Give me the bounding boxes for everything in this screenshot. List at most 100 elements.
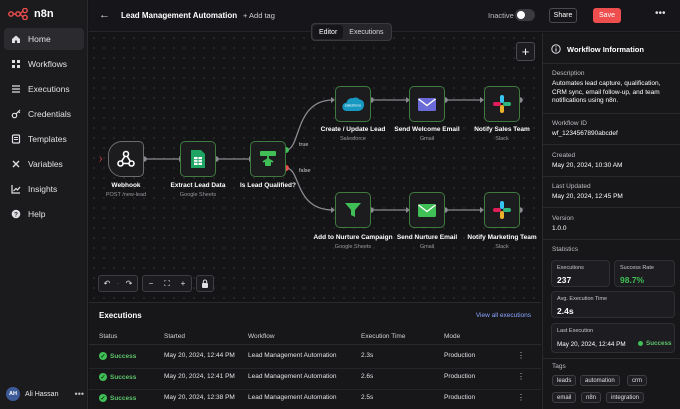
node-create-update-lead[interactable]: salesforce — [335, 86, 371, 122]
back-arrow-icon[interactable]: ← — [99, 9, 110, 21]
sidebar-item-workflows[interactable]: Workflows — [4, 53, 84, 75]
email-icon — [418, 97, 436, 111]
node-is-lead-qualified[interactable] — [250, 141, 286, 177]
table-row[interactable]: ✓Success May 20, 2024, 12:44 PM Lead Man… — [89, 348, 541, 369]
workflow-cell: Lead Management Automation — [248, 394, 337, 401]
stat-avg-execution-time: Avg. Execution Time 2.4s — [551, 291, 675, 318]
tag-chip[interactable]: crm — [627, 375, 647, 386]
sidebar-item-label: Credentials — [28, 109, 71, 119]
node-send-welcome-email[interactable] — [409, 86, 445, 122]
workflow-icon — [10, 59, 21, 70]
node-sublabel: POST /new-lead — [105, 192, 147, 198]
active-toggle[interactable] — [515, 9, 535, 21]
node-sublabel: Google Sheets — [334, 244, 372, 250]
stat-success-rate: Success Rate 98.7% — [614, 260, 675, 287]
executions-panel: Executions View all executions Status St… — [89, 302, 541, 409]
column-header: Workflow — [248, 333, 275, 340]
check-circle-icon: ✓ — [99, 373, 107, 381]
sidebar-item-label: Insights — [28, 184, 58, 194]
brand-name: n8n — [34, 8, 54, 20]
sidebar-item-executions[interactable]: Executions — [4, 78, 84, 100]
executions-title: Executions — [99, 311, 142, 320]
book-icon — [10, 134, 21, 145]
stat-value: 98.7% — [620, 275, 645, 285]
zoom-in-icon[interactable]: + — [180, 279, 186, 288]
divider — [543, 207, 680, 208]
node-add-to-nurture-campaign[interactable] — [335, 192, 371, 228]
time-cell: 2.5s — [361, 394, 374, 401]
node-extract-lead-data[interactable] — [180, 141, 216, 177]
tag-chip[interactable]: n8n — [581, 392, 602, 403]
save-button[interactable]: Save — [593, 8, 621, 23]
started-cell: May 20, 2024, 12:44 PM — [164, 352, 235, 359]
stat-value: 237 — [557, 275, 572, 285]
add-node-button[interactable]: + — [516, 42, 535, 61]
workflow-cell: Lead Management Automation — [248, 352, 337, 359]
tag-chip[interactable]: leads — [552, 375, 577, 386]
chart-icon — [10, 184, 21, 195]
sidebar-item-variables[interactable]: Variables — [4, 153, 84, 175]
node-notify-sales-team[interactable] — [484, 86, 520, 122]
node-label: Send Welcome Email — [394, 126, 460, 133]
time-cell: 2.6s — [361, 373, 374, 380]
more-options-icon[interactable]: ••• — [655, 8, 666, 19]
tags-label: Tags — [552, 363, 566, 370]
started-cell: May 20, 2024, 12:38 PM — [164, 394, 235, 401]
tag-chip[interactable]: automation — [580, 375, 620, 386]
node-webhook[interactable] — [108, 141, 144, 177]
tab-editor[interactable]: Editor — [313, 25, 344, 39]
stat-value: 2.4s — [557, 306, 574, 316]
divider — [543, 113, 680, 114]
sidebar-item-label: Home — [28, 34, 51, 44]
sidebar-item-insights[interactable]: Insights — [4, 178, 84, 200]
share-button[interactable]: Share — [549, 8, 577, 23]
status-dot-icon — [638, 341, 643, 346]
row-menu-icon[interactable]: ⋮ — [517, 372, 525, 381]
user-menu[interactable]: AH Ali Hassan ••• — [6, 387, 84, 401]
stat-last-execution: Last Execution May 20, 2024, 12:44 PM Su… — [551, 323, 675, 353]
lock-icon[interactable] — [197, 276, 213, 291]
table-row[interactable]: ✓Success May 20, 2024, 12:41 PM Lead Man… — [89, 369, 541, 390]
column-header: Started — [164, 333, 185, 340]
description-label: Description — [552, 70, 585, 77]
panel-header: Workflow Information — [551, 44, 644, 54]
slack-icon — [493, 201, 511, 219]
table-row[interactable]: ✓Success May 20, 2024, 12:38 PM Lead Man… — [89, 390, 541, 409]
webhook-icon — [117, 150, 135, 167]
row-menu-icon[interactable]: ⋮ — [517, 393, 525, 402]
zoom-out-icon[interactable]: − — [148, 279, 154, 288]
tag-chip[interactable]: email — [552, 392, 577, 403]
undo-icon[interactable]: ↶ — [103, 279, 111, 288]
more-dots-icon[interactable]: ••• — [74, 389, 84, 399]
row-menu-icon[interactable]: ⋮ — [517, 351, 525, 360]
home-icon — [10, 34, 21, 45]
stat-executions: Executions 237 — [551, 260, 610, 287]
sidebar-item-label: Templates — [28, 134, 67, 144]
sidebar-item-credentials[interactable]: Credentials — [4, 103, 84, 125]
redo-icon[interactable]: ↷ — [125, 279, 133, 288]
key-icon — [10, 109, 21, 120]
if-condition-icon — [260, 151, 276, 166]
sidebar-item-home[interactable]: Home — [4, 28, 84, 50]
tab-executions[interactable]: Executions — [349, 28, 384, 36]
node-notify-marketing-team[interactable] — [484, 192, 520, 228]
slack-icon — [493, 95, 511, 113]
view-all-executions-link[interactable]: View all executions — [475, 312, 531, 319]
workflow-canvas[interactable]: + Webhook POST /new-lead Extract Lead Da… — [89, 33, 541, 301]
add-tag-button[interactable]: + Add tag — [243, 11, 275, 20]
node-send-nurture-email[interactable] — [409, 192, 445, 228]
sidebar-item-label: Workflows — [28, 59, 68, 69]
last-execution-time: May 20, 2024, 12:44 PM — [557, 341, 626, 348]
node-sublabel: Salesforce — [340, 136, 366, 142]
sidebar-item-help[interactable]: ? Help — [4, 203, 84, 225]
user-name: Ali Hassan — [25, 390, 59, 398]
fit-view-icon[interactable]: ⛶ — [164, 278, 170, 288]
sidebar-item-templates[interactable]: Templates — [4, 128, 84, 150]
sidebar: n8n Home Workflows Executions Credential… — [0, 0, 88, 409]
logo[interactable]: n8n — [8, 8, 54, 20]
mode-cell: Production — [444, 352, 476, 359]
workflow-cell: Lead Management Automation — [248, 373, 337, 380]
description-text: Automates lead capture, qualification, C… — [552, 80, 661, 104]
workflow-title[interactable]: Lead Management Automation — [121, 11, 238, 20]
tag-chip[interactable]: integration — [606, 392, 645, 403]
